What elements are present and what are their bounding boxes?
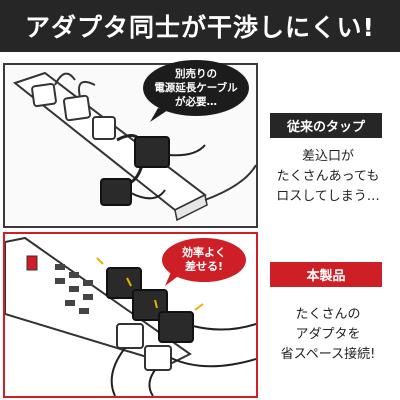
callout-line: 差せる!: [184, 260, 224, 273]
white-adapter: [116, 323, 144, 349]
callout-tail: [165, 272, 181, 286]
desc-line: 省スペース接続!: [280, 347, 376, 362]
callout-line: 効率よく: [182, 246, 226, 259]
bubble-line: が必要…: [175, 96, 217, 108]
conventional-label-text: 従来のタップ: [286, 120, 365, 135]
desc-line: たくさんあっても: [276, 169, 380, 184]
white-adapter: [31, 82, 57, 108]
black-adapter: [132, 289, 168, 321]
product-description: たくさんの アダプタを 省スペース接続!: [258, 305, 398, 365]
bubble-tail: [150, 108, 168, 122]
strip-cord: [204, 164, 256, 201]
desc-line: 差込口が: [301, 149, 354, 164]
white-adapter: [92, 116, 116, 140]
emphasis-marks: [96, 257, 204, 311]
conventional-label: 従来のタップ: [270, 113, 382, 138]
desc-line: アダプタを: [295, 327, 361, 342]
extension-cable-bubble: 別売りの 電源延長ケーブル が必要…: [143, 60, 249, 116]
header-title: アダプタ同士が干渉しにくい!: [25, 13, 375, 42]
black-adapter: [106, 267, 142, 299]
header-banner: アダプタ同士が干渉しにくい!: [0, 0, 400, 52]
product-label: 本製品: [270, 262, 382, 287]
bubble-line: 別売りの: [175, 68, 217, 80]
black-adapter: [158, 311, 194, 343]
conventional-description: 差込口が たくさんあっても ロスしてしまう…: [258, 147, 398, 207]
white-adapter: [144, 345, 172, 371]
product-label-text: 本製品: [306, 269, 346, 284]
black-adapter: [134, 136, 170, 168]
strip-side: [174, 193, 208, 222]
product-strip-drawing: [5, 236, 256, 396]
desc-line: たくさんの: [295, 307, 361, 322]
outlet-row: [55, 264, 93, 314]
black-adapter: [100, 178, 132, 206]
desc-line: ロスしてしまう…: [276, 189, 380, 204]
power-switch: [26, 255, 38, 271]
conventional-strip-drawing: [12, 71, 256, 222]
bubble-line: 電源延長ケーブル: [154, 82, 238, 94]
white-adapter: [62, 94, 92, 122]
